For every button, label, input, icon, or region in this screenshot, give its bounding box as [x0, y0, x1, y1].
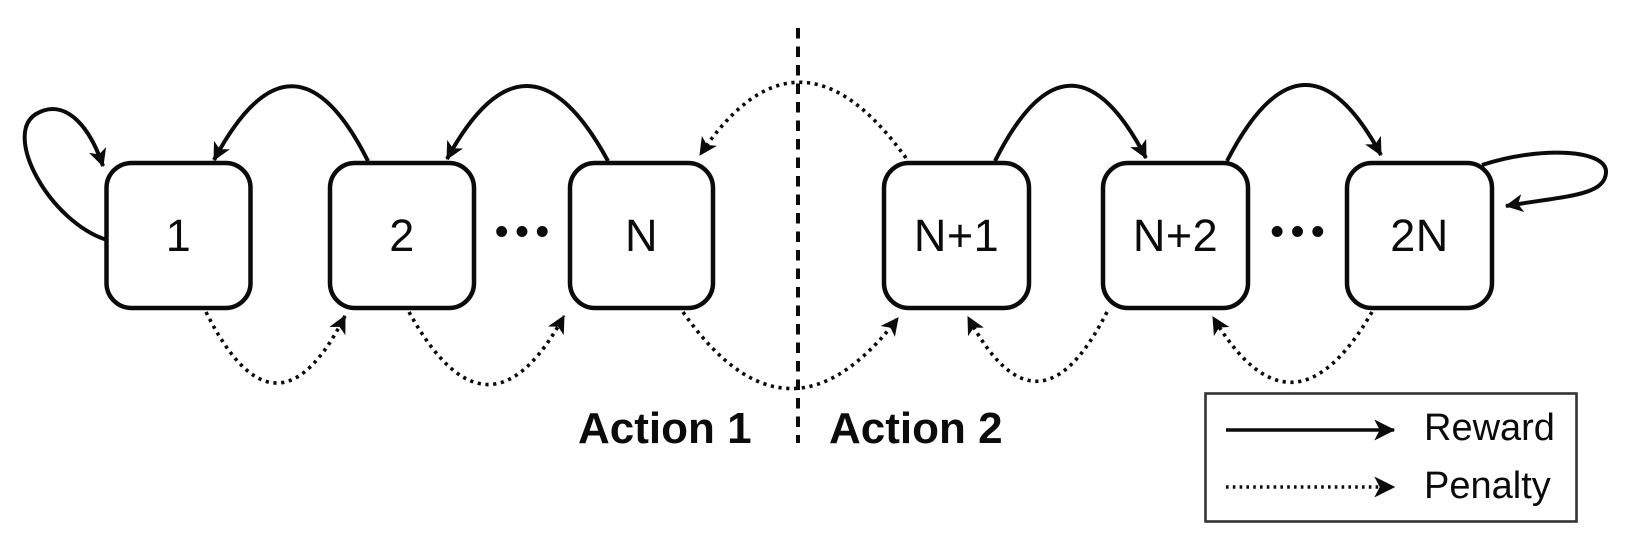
- penalty-arc-2-to-n: [407, 311, 566, 387]
- state-box-n1: [881, 160, 1032, 311]
- reward-arc-n1-to-n2: [993, 83, 1148, 162]
- state-box-n2: [1100, 160, 1251, 311]
- state-label-1: 1: [165, 209, 192, 261]
- penalty-arc-2n-to-n2: [1211, 311, 1374, 384]
- penalty-arc-n1-to-n: [698, 80, 908, 160]
- penalty-arc-n2-to-n1: [966, 311, 1109, 384]
- state-label-n1: N+1: [913, 209, 1000, 261]
- ellipsis-left: •••: [495, 211, 556, 253]
- state-box-2: [327, 160, 477, 311]
- ellipsis-right: •••: [1270, 211, 1332, 253]
- state-box-n: [567, 160, 716, 311]
- legend-reward-label: Reward: [1424, 407, 1555, 449]
- penalty-arc-1-to-2: [204, 311, 347, 385]
- action-2-label: Action 2: [829, 404, 1003, 453]
- state-label-n: N: [625, 209, 658, 261]
- state-label-2: 2: [389, 209, 415, 261]
- reward-self-loop-state-1: [22, 107, 108, 242]
- action-1-label: Action 1: [578, 404, 752, 453]
- legend-box: [1204, 392, 1578, 523]
- penalty-arc-n-to-n1: [681, 310, 900, 391]
- state-box-1: [104, 160, 253, 311]
- state-label-2n: 2N: [1390, 209, 1449, 261]
- state-box-2n: [1344, 160, 1495, 311]
- legend-penalty-label: Penalty: [1424, 465, 1551, 507]
- reward-arc-n2-to-2n: [1225, 83, 1383, 162]
- state-label-n2: N+2: [1132, 209, 1219, 261]
- reward-arc-n-to-2: [445, 84, 610, 162]
- reward-arc-2-to-1: [212, 84, 370, 162]
- reward-self-loop-state-2n: [1481, 150, 1608, 213]
